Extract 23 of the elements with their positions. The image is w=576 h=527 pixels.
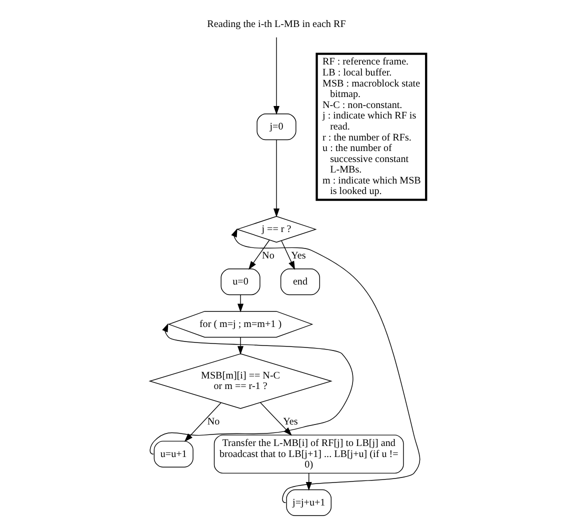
- arrow: [238, 336, 244, 355]
- arrow: [273, 37, 280, 115]
- node-diamond: MSB[m][i] == N-C or m == r-1 ?: [148, 353, 332, 409]
- node-diamond: j == r ?: [236, 216, 317, 243]
- edge-label: Yes: [283, 416, 298, 428]
- node-box: u=0: [220, 268, 260, 296]
- arrow: [238, 294, 244, 312]
- node-text: Reading the i-th L-MB in each RF: [207, 18, 346, 30]
- arrow: [150, 323, 354, 454]
- edge-label: No: [262, 250, 274, 262]
- node-box: u=u+1: [154, 440, 194, 468]
- arrow: [273, 140, 280, 218]
- node-box: Transfer the L-MB[i] of RF[j] to LB[j] and broadcast that to LB[j+1] ... LB[j+u] (if u != 0): [214, 434, 404, 474]
- node-box: RF : reference frame. LB : local buffer. MSB : macroblock state bitmap. N-C : non-constant. j : indicate which RF is read. r : the number of RFs. u : the number of successive constant L-MBs. m : indicate which MSB is looked up.: [316, 52, 428, 201]
- arrow: [231, 228, 420, 504]
- node-box: j=j+u+1: [286, 489, 332, 516]
- arrow: [184, 402, 222, 442]
- node-box: j=0: [256, 114, 296, 140]
- arrow: [281, 240, 295, 270]
- node-box: end: [280, 268, 320, 296]
- edge-label: Yes: [291, 250, 306, 262]
- edge-label: No: [207, 416, 220, 428]
- arrow: [248, 240, 270, 270]
